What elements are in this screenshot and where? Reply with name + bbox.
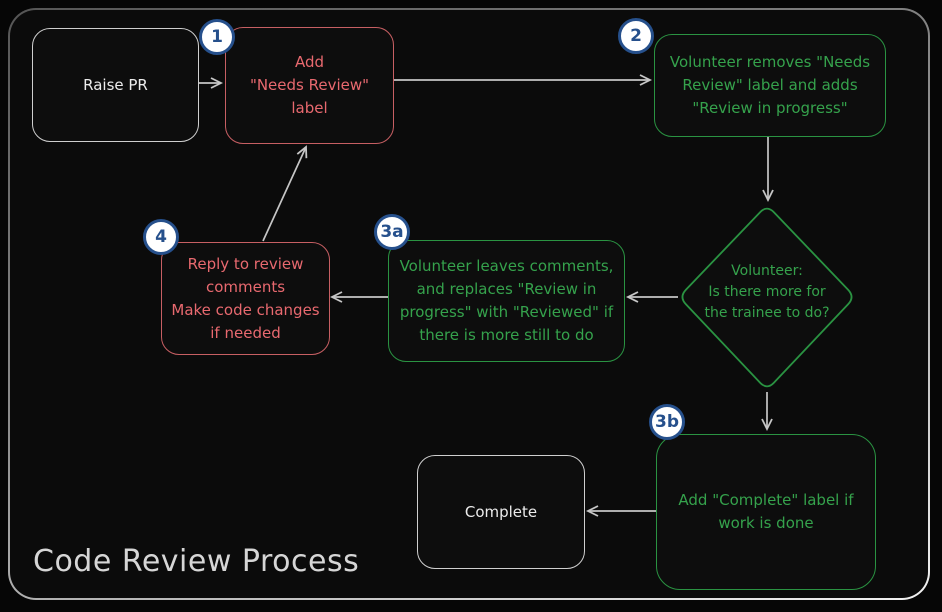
node-complete: Complete: [417, 455, 585, 569]
node-reply-to-review: Reply to review comments Make code chang…: [161, 242, 330, 355]
diagram-title: Code Review Process: [33, 544, 360, 579]
node-raise-pr-label: Raise PR: [83, 75, 148, 94]
step-badge-2: 2: [618, 18, 654, 54]
step-badge-4: 4: [143, 219, 179, 255]
node-leaves-comments: Volunteer leaves comments, and replaces …: [388, 240, 625, 362]
node-add-complete: Add "Complete" label if work is done: [656, 434, 876, 590]
node-decision-label: Volunteer: Is there more for the trainee…: [704, 263, 830, 321]
node-complete-label: Complete: [464, 502, 538, 521]
node-volunteer-removes-label: Volunteer removes "Needs Review" label a…: [669, 53, 871, 117]
step-badge-1: 1: [199, 19, 235, 55]
step-badge-3b: 3b: [649, 404, 685, 440]
node-leaves-comments-label: Volunteer leaves comments, and replaces …: [399, 257, 614, 344]
node-reply-to-review-label: Reply to review comments Make code chang…: [171, 254, 320, 342]
step-badge-3a: 3a: [374, 214, 410, 250]
node-add-needs-review: Add "Needs Review" label: [225, 27, 394, 144]
node-volunteer-removes: Volunteer removes "Needs Review" label a…: [654, 34, 886, 137]
node-add-complete-label: Add "Complete" label if work is done: [678, 491, 854, 532]
node-raise-pr: Raise PR: [32, 28, 199, 142]
node-add-needs-review-label: Add "Needs Review" label: [249, 53, 370, 117]
